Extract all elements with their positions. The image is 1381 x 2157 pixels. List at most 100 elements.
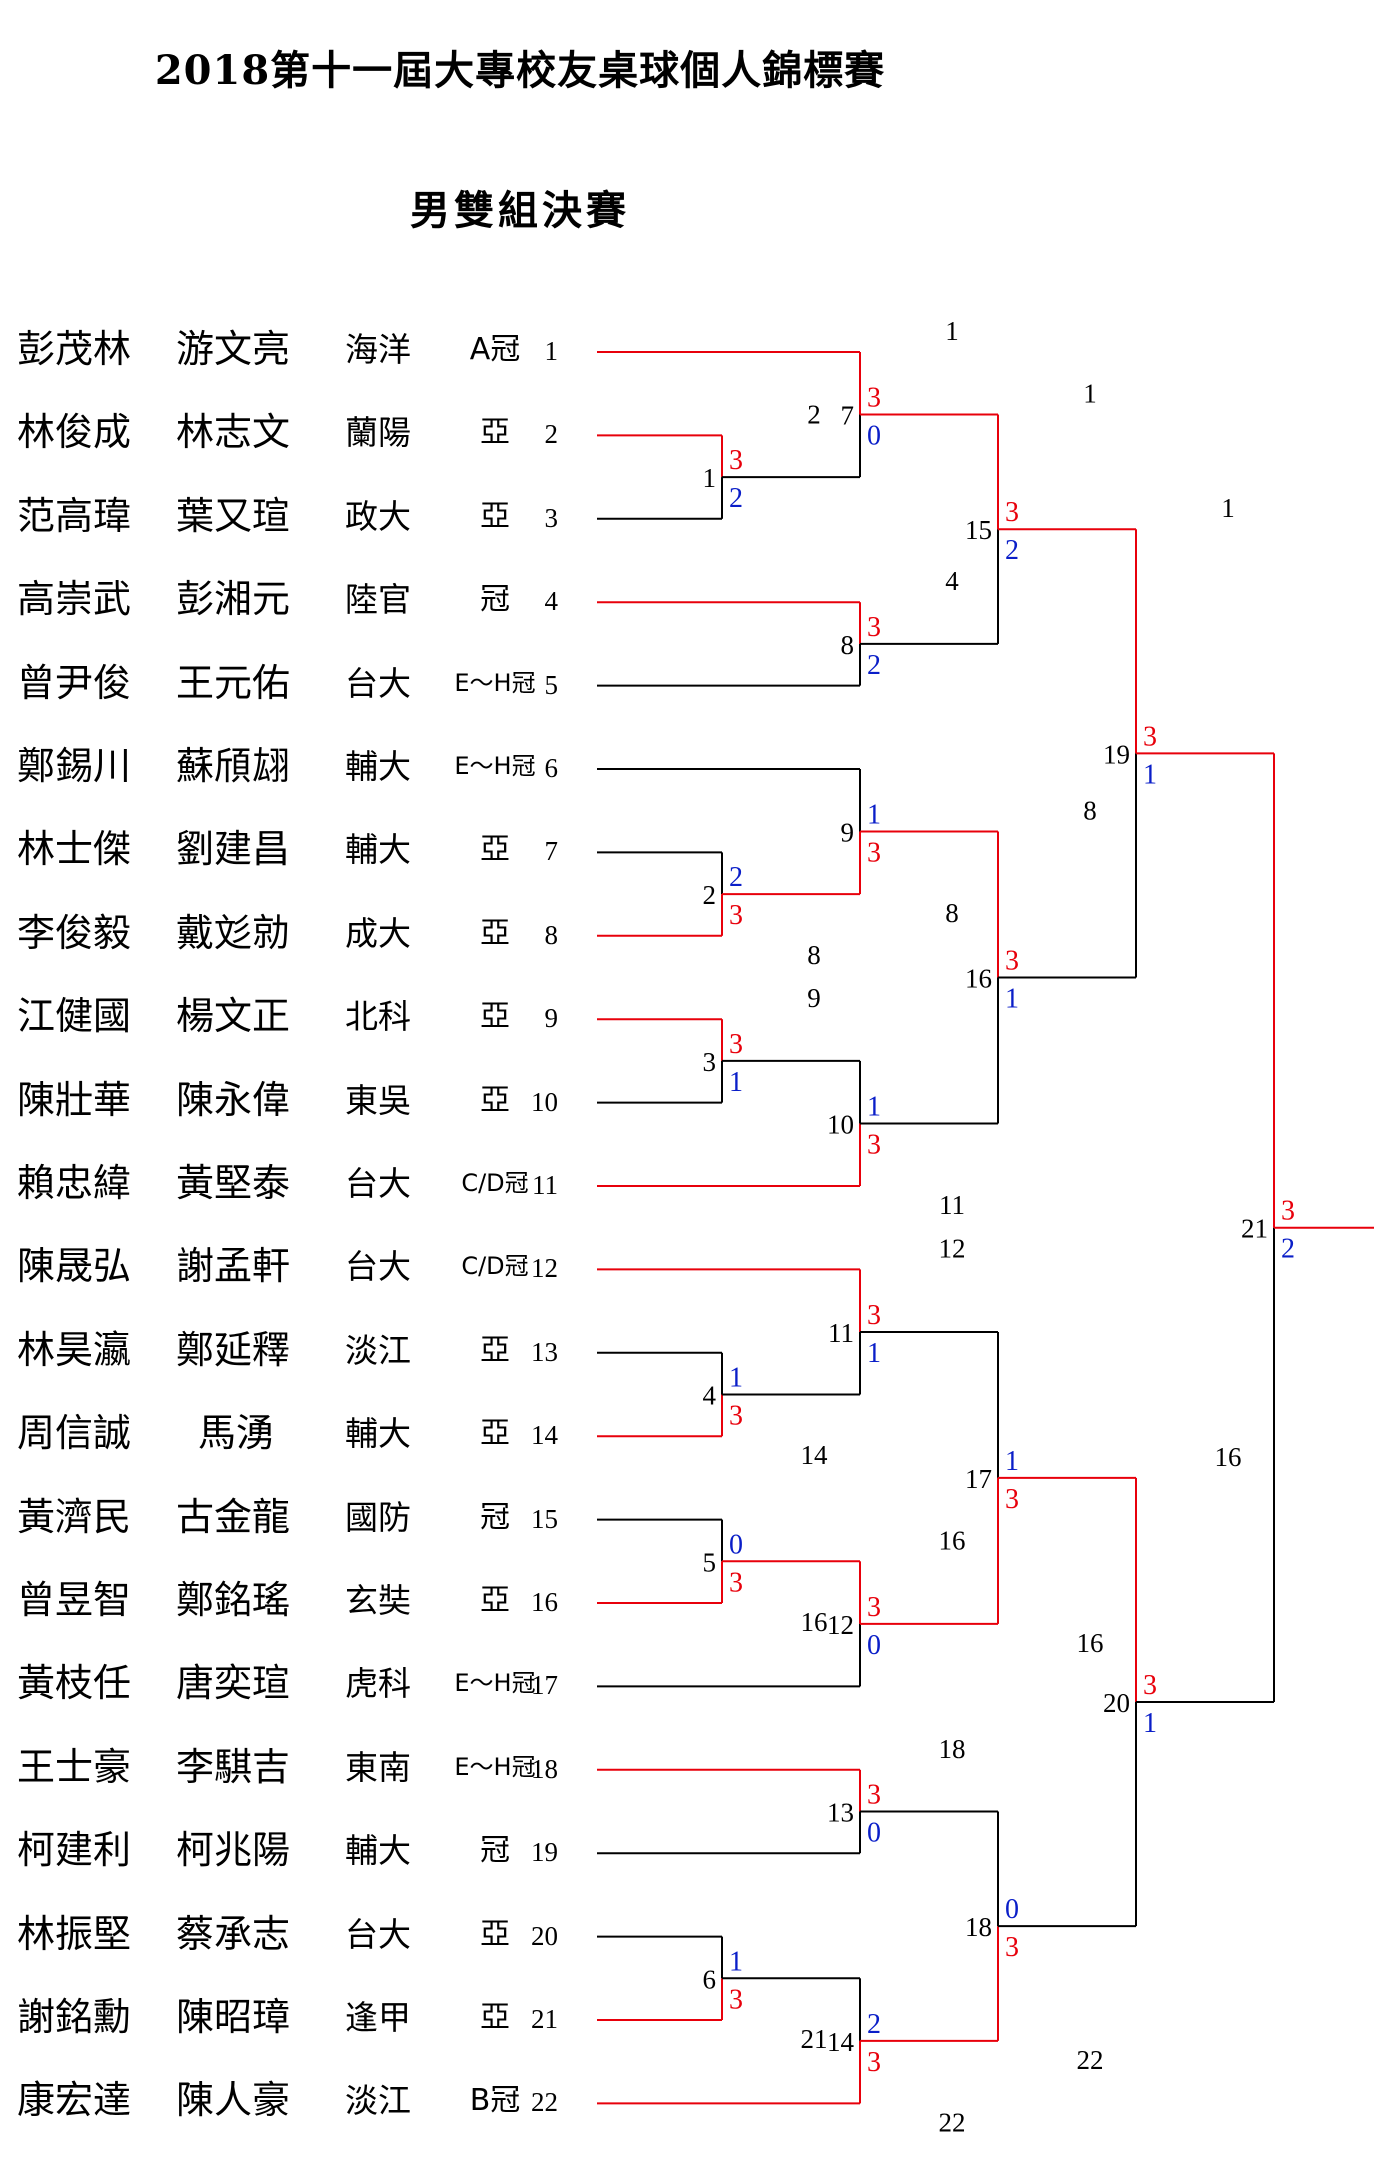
player-name: 戴彣勍 — [176, 910, 291, 955]
slot-number: 3 — [544, 502, 559, 533]
match-number: 2 — [703, 880, 717, 910]
slot-number: 2 — [544, 419, 559, 450]
player-name: 古金龍 — [176, 1494, 291, 1539]
score: 1 — [867, 1091, 881, 1122]
player-name: 蘇頎翃 — [176, 744, 291, 788]
score: 3 — [729, 1029, 743, 1060]
player-name: 王元佑 — [176, 660, 291, 705]
score: 1 — [1005, 984, 1019, 1015]
seed-label: 亞 — [480, 1416, 510, 1452]
player-name: 彭茂林 — [17, 327, 132, 371]
match-number: 16 — [965, 964, 992, 994]
score: 0 — [867, 1818, 881, 1849]
seed-label: C/D冠 — [461, 1252, 529, 1281]
player-name: 賴忠緯 — [17, 1161, 132, 1205]
match-number: 17 — [965, 1464, 992, 1494]
school-name: 北科 — [345, 997, 411, 1037]
slot-number: 6 — [544, 753, 559, 783]
seed-label: 亞 — [480, 999, 510, 1035]
score: 1 — [729, 1067, 743, 1098]
match-number: 4 — [703, 1381, 717, 1411]
score: 1 — [867, 1338, 881, 1369]
school-name: 國防 — [345, 1497, 411, 1537]
winner-label: 22 — [939, 2107, 966, 2137]
score: 0 — [867, 421, 881, 452]
winner-label: 21 — [801, 2024, 828, 2054]
seed-label: 亞 — [480, 2000, 510, 2035]
score: 3 — [729, 900, 743, 931]
player-name: 謝孟軒 — [176, 1244, 291, 1289]
player-name: 黃枝任 — [17, 1661, 132, 1706]
match-number: 3 — [703, 1047, 717, 1077]
seed-label: A冠 — [469, 332, 521, 367]
player-name: 林士傑 — [17, 827, 132, 872]
score: 3 — [729, 1984, 743, 2015]
seed-label: C/D冠 — [461, 1169, 529, 1197]
player-name: 林俊成 — [17, 410, 132, 455]
match-number: 9 — [841, 818, 855, 848]
slot-number: 8 — [544, 919, 559, 950]
match-number: 11 — [828, 1318, 854, 1348]
winner-label: 9 — [807, 983, 821, 1013]
slot-number: 12 — [531, 1253, 558, 1284]
slot-number: 14 — [531, 1420, 558, 1451]
seed-label: 冠 — [480, 1833, 510, 1869]
score: 3 — [729, 445, 743, 476]
player-name: 周信誠 — [17, 1411, 132, 1456]
school-name: 東南 — [345, 1747, 411, 1787]
score: 2 — [729, 862, 743, 893]
player-name: 康宏達 — [17, 2078, 132, 2123]
school-name: 台大 — [345, 1164, 411, 1203]
player-name: 王士豪 — [17, 1744, 132, 1789]
match-number: 13 — [827, 1798, 854, 1828]
match-number: 20 — [1103, 1688, 1130, 1718]
player-name: 林振堅 — [17, 1911, 132, 1956]
seed-label: 冠 — [480, 1499, 510, 1535]
winner-label: 1 — [945, 316, 959, 346]
winner-label: 16 — [939, 1525, 966, 1555]
school-name: 逢甲 — [345, 1998, 411, 2037]
player-name: 謝銘勳 — [17, 1995, 132, 2039]
match-number: 6 — [703, 1964, 717, 1994]
score: 3 — [1005, 946, 1019, 977]
seed-label: 亞 — [480, 1916, 510, 1952]
school-name: 虎科 — [345, 1664, 411, 1704]
match-number: 21 — [1241, 1214, 1268, 1244]
match-number: 10 — [827, 1109, 854, 1139]
score: 1 — [867, 800, 881, 831]
score: 1 — [1143, 759, 1157, 790]
school-name: 台大 — [345, 1247, 411, 1287]
player-name: 鄭延釋 — [176, 1327, 291, 1372]
school-name: 東吳 — [345, 1080, 411, 1120]
score: 3 — [1281, 1196, 1295, 1227]
player-name: 曾昱智 — [17, 1578, 132, 1622]
score: 3 — [1143, 1670, 1157, 1701]
score: 3 — [867, 612, 881, 643]
score: 3 — [867, 1129, 881, 1160]
score: 3 — [867, 838, 881, 869]
winner-label: 16 — [801, 1607, 828, 1637]
slot-number: 22 — [531, 2087, 558, 2118]
slot-number: 11 — [532, 1170, 558, 1200]
school-name: 台大 — [345, 1914, 411, 1954]
score: 0 — [867, 1630, 881, 1661]
player-name: 黃堅泰 — [176, 1161, 291, 1205]
school-name: 陸官 — [345, 580, 411, 620]
school-name: 淡江 — [345, 2081, 411, 2121]
player-name: 陳晟弘 — [17, 1244, 132, 1289]
school-name: 輔大 — [345, 1831, 411, 1871]
score: 3 — [867, 1300, 881, 1331]
school-name: 輔大 — [345, 747, 411, 786]
score: 3 — [729, 1567, 743, 1598]
event-subtitle: 男雙組決賽 — [410, 187, 630, 234]
slot-number: 10 — [531, 1086, 558, 1117]
seed-label: E～H冠 — [454, 1752, 536, 1781]
slot-number: 5 — [544, 669, 559, 700]
player-name: 陳永偉 — [176, 1077, 291, 1122]
score: 3 — [867, 383, 881, 414]
winner-label: 4 — [945, 566, 959, 596]
score: 1 — [729, 1363, 743, 1394]
seed-label: E～H冠 — [454, 1669, 536, 1698]
player-name: 游文亮 — [176, 327, 291, 371]
